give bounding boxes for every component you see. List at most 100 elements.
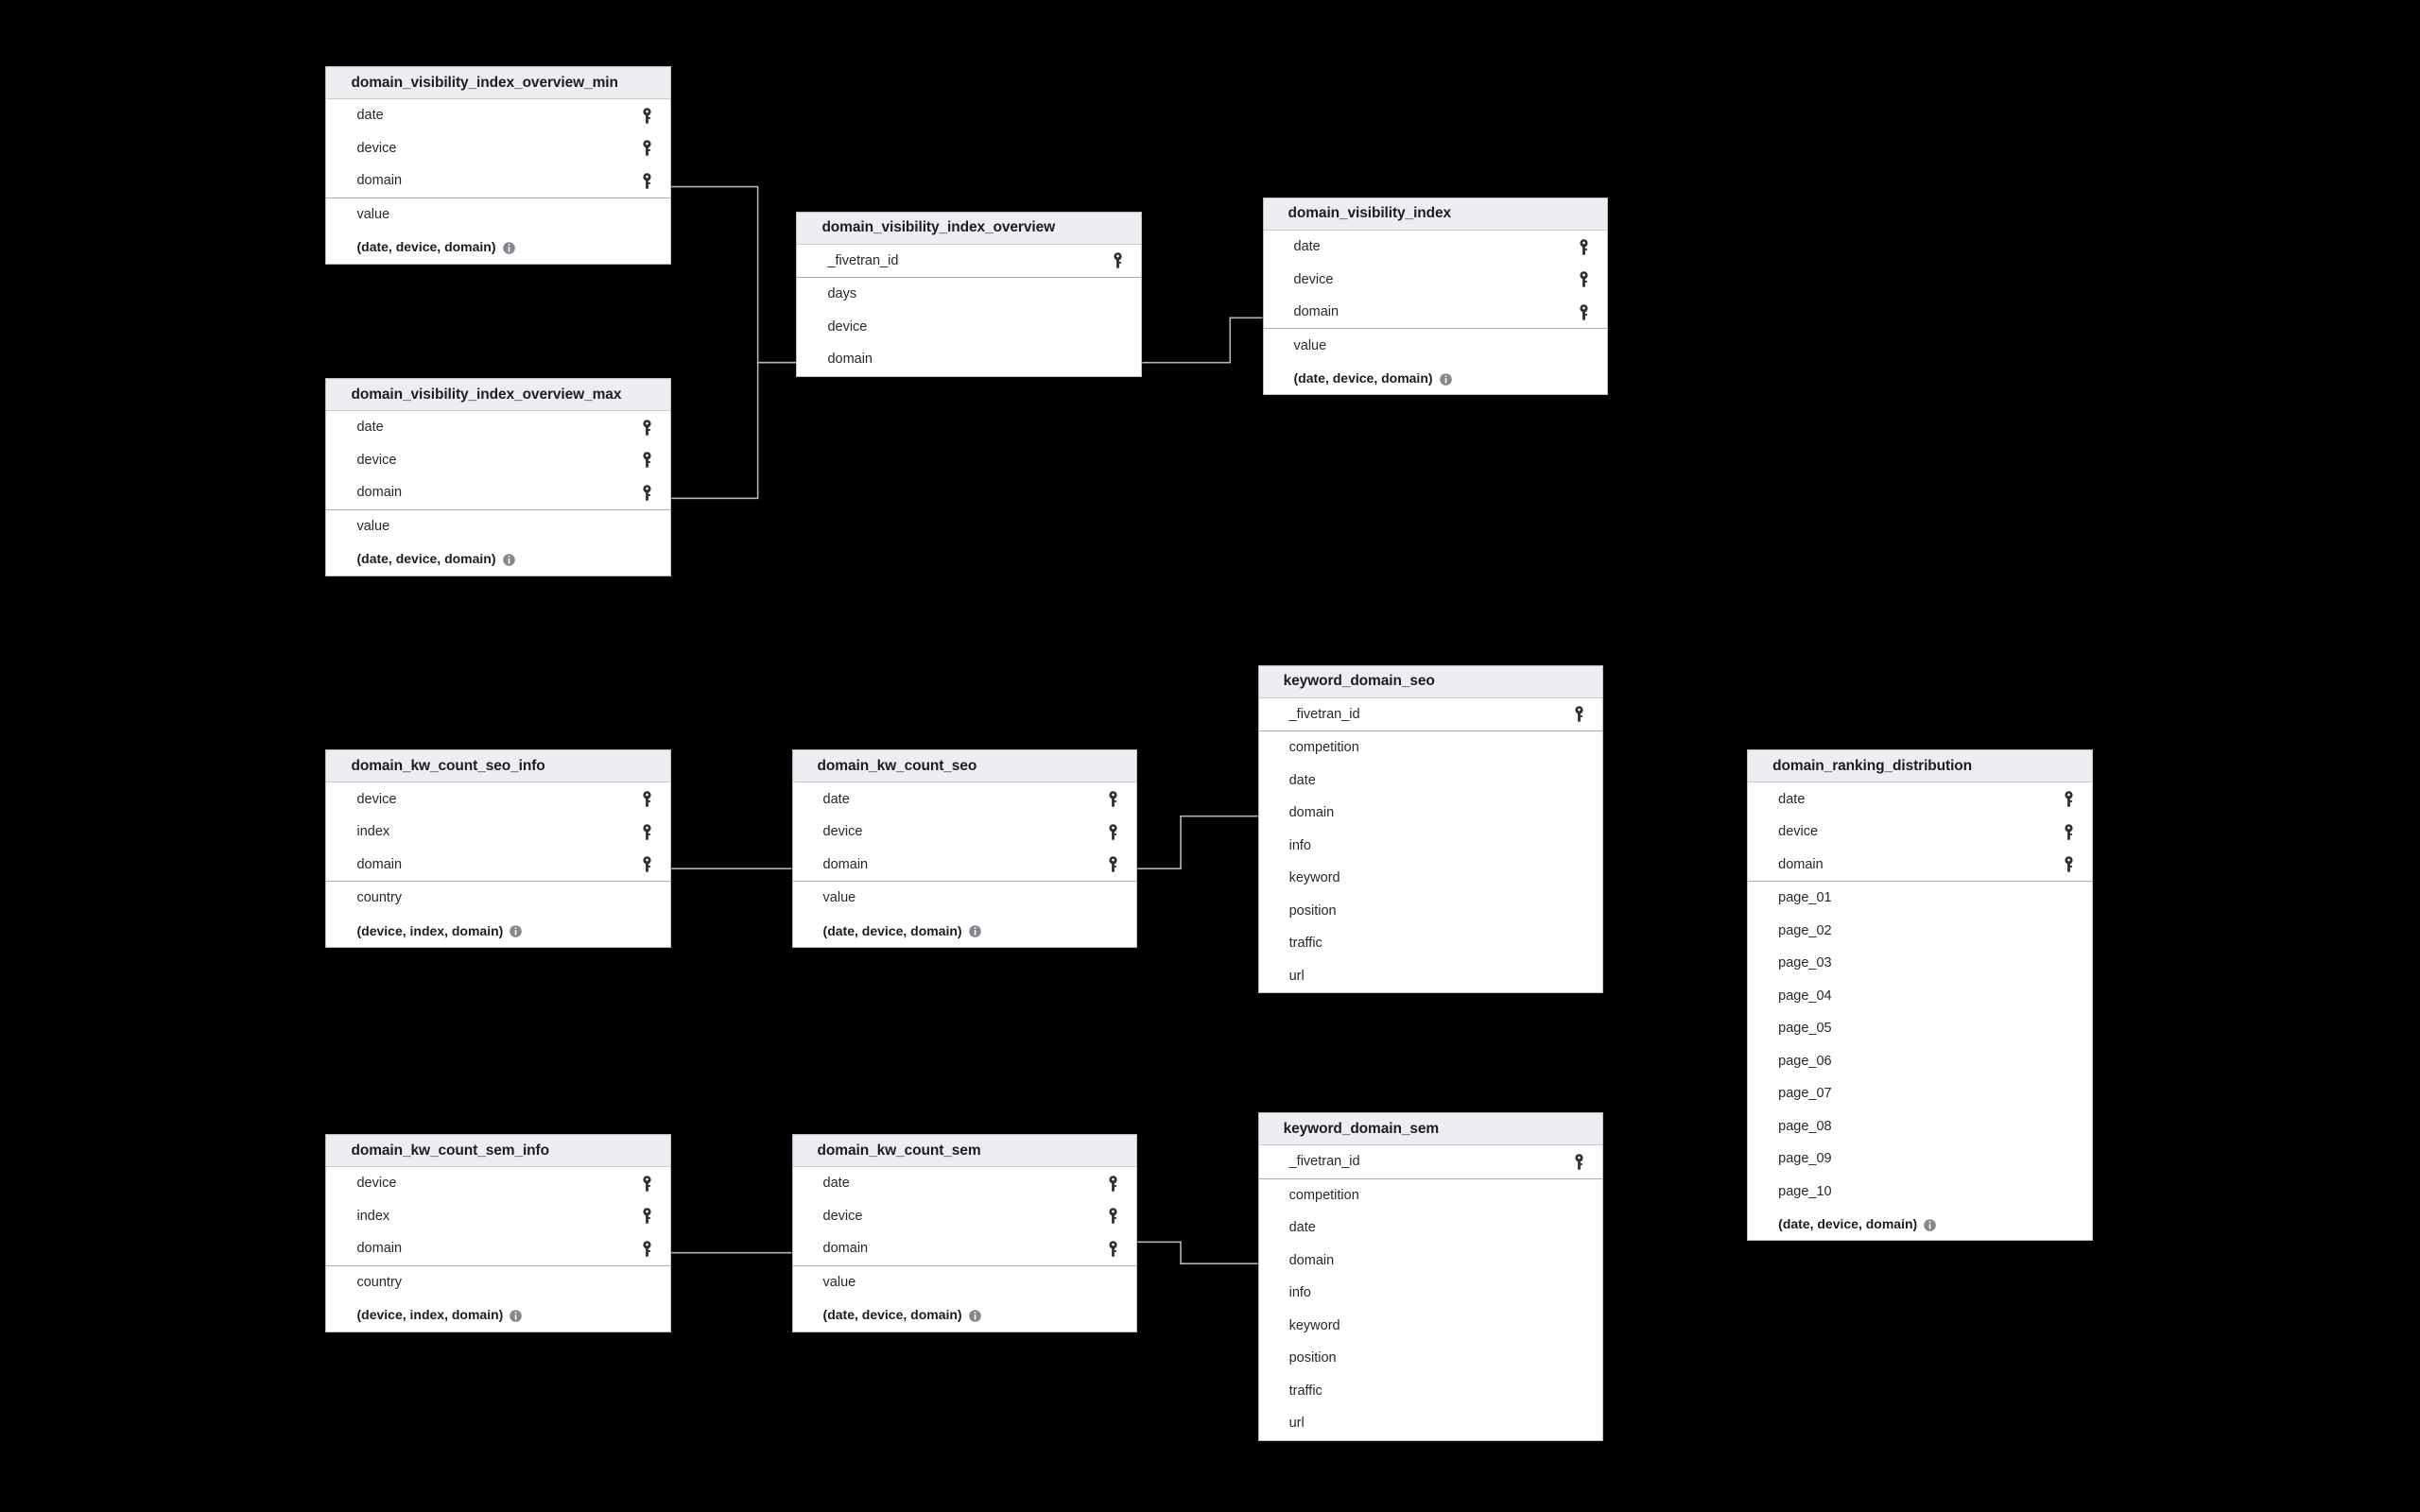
field-row[interactable]: page_03: [1748, 947, 2092, 980]
field-row[interactable]: days: [797, 278, 1141, 311]
field-row[interactable]: url: [1259, 960, 1603, 993]
field-row[interactable]: device: [793, 1200, 1137, 1233]
field-row[interactable]: domain: [1748, 848, 2092, 881]
primary-key-group: device index domain: [326, 1167, 671, 1266]
field-row[interactable]: domain: [326, 476, 670, 509]
field-row[interactable]: info: [1259, 830, 1603, 863]
field-row[interactable]: domain: [1264, 296, 1608, 329]
field-row[interactable]: value: [793, 1266, 1137, 1299]
entity-header: domain_visibility_index: [1263, 198, 1608, 231]
field-row[interactable]: domain: [793, 1232, 1137, 1265]
field-row[interactable]: date: [1748, 782, 2092, 816]
index-row[interactable]: (date, device, domain): [1748, 1208, 2092, 1241]
field-row[interactable]: page_02: [1748, 914, 2092, 947]
field-row[interactable]: device: [1748, 816, 2092, 849]
field-row[interactable]: domain: [326, 1232, 670, 1265]
field-row[interactable]: page_04: [1748, 979, 2092, 1012]
field-row[interactable]: competition: [1259, 731, 1603, 765]
field-row[interactable]: country: [326, 882, 670, 915]
field-row[interactable]: page_09: [1748, 1143, 2092, 1176]
field-row[interactable]: date: [326, 411, 670, 444]
field-name: domain: [1288, 805, 1335, 821]
field-row[interactable]: domain: [793, 848, 1137, 881]
field-row[interactable]: page_06: [1748, 1044, 2092, 1077]
field-row[interactable]: date: [793, 782, 1137, 816]
field-row[interactable]: value: [1264, 329, 1608, 362]
field-row[interactable]: domain: [326, 164, 670, 198]
field-row[interactable]: device: [326, 1167, 670, 1200]
field-row[interactable]: domain: [797, 343, 1141, 376]
field-row[interactable]: page_10: [1748, 1175, 2092, 1208]
field-row[interactable]: _fivetran_id: [1259, 1145, 1603, 1178]
index-info-icon: [1924, 1218, 1937, 1231]
field-row[interactable]: device: [797, 311, 1141, 344]
field-row[interactable]: device: [793, 816, 1137, 849]
field-row[interactable]: date: [1259, 1211, 1603, 1245]
field-name: page_10: [1778, 1183, 1832, 1199]
field-row[interactable]: index: [326, 1200, 670, 1233]
field-name: page_01: [1778, 890, 1832, 906]
field-row[interactable]: url: [1259, 1407, 1603, 1440]
field-row[interactable]: competition: [1259, 1179, 1603, 1212]
field-row[interactable]: date: [793, 1167, 1137, 1200]
field-row[interactable]: page_08: [1748, 1109, 2092, 1143]
index-label: (device, index, domain): [356, 1307, 504, 1323]
primary-key-icon: [643, 484, 651, 501]
field-row[interactable]: keyword: [1259, 862, 1603, 895]
entity-header: domain_ranking_distribution: [1748, 750, 2092, 783]
field-row[interactable]: value: [793, 882, 1137, 915]
field-row[interactable]: keyword: [1259, 1310, 1603, 1343]
field-row[interactable]: country: [326, 1266, 670, 1299]
field-row[interactable]: _fivetran_id: [1259, 698, 1603, 731]
field-name: index: [356, 1208, 390, 1224]
field-name: keyword: [1288, 870, 1340, 886]
index-row[interactable]: (date, device, domain): [793, 1298, 1137, 1332]
index-row[interactable]: (device, index, domain): [326, 914, 670, 947]
index-row[interactable]: (date, device, domain): [326, 231, 670, 264]
field-name: page_02: [1778, 922, 1832, 938]
field-row[interactable]: page_05: [1748, 1012, 2092, 1045]
field-row[interactable]: domain: [326, 848, 670, 881]
field-row[interactable]: device: [326, 132, 670, 165]
index-row[interactable]: (device, index, domain): [326, 1298, 670, 1332]
field-row[interactable]: domain: [1259, 797, 1603, 830]
field-name: page_08: [1778, 1118, 1832, 1134]
index-row[interactable]: (date, device, domain): [326, 542, 670, 576]
field-row[interactable]: index: [326, 816, 670, 849]
field-name: _fivetran_id: [1288, 706, 1360, 722]
field-row[interactable]: device: [326, 444, 670, 477]
index-row[interactable]: (date, device, domain): [793, 914, 1137, 947]
primary-key-group: _fivetran_id: [1258, 1145, 1603, 1179]
field-row[interactable]: device: [1264, 263, 1608, 296]
field-row[interactable]: date: [1264, 231, 1608, 264]
field-row[interactable]: _fivetran_id: [797, 245, 1141, 278]
field-row[interactable]: page_01: [1748, 882, 2092, 915]
field-row[interactable]: domain: [1259, 1245, 1603, 1278]
field-row[interactable]: device: [326, 782, 670, 816]
field-row[interactable]: value: [326, 510, 670, 543]
field-row[interactable]: date: [1259, 765, 1603, 798]
field-row[interactable]: position: [1259, 895, 1603, 928]
field-row[interactable]: traffic: [1259, 927, 1603, 960]
field-row[interactable]: traffic: [1259, 1375, 1603, 1408]
field-row[interactable]: date: [326, 99, 670, 132]
field-name: date: [1778, 791, 1806, 807]
field-row[interactable]: info: [1259, 1277, 1603, 1310]
field-name: page_06: [1778, 1053, 1832, 1069]
field-row[interactable]: page_07: [1748, 1077, 2092, 1110]
field-row[interactable]: position: [1259, 1342, 1603, 1375]
entity-table-domain_visibility_index_overview[interactable]: domain_visibility_index_overview_fivetra…: [796, 211, 1143, 377]
index-row[interactable]: (date, device, domain): [1264, 362, 1608, 395]
field-row[interactable]: value: [326, 198, 670, 232]
